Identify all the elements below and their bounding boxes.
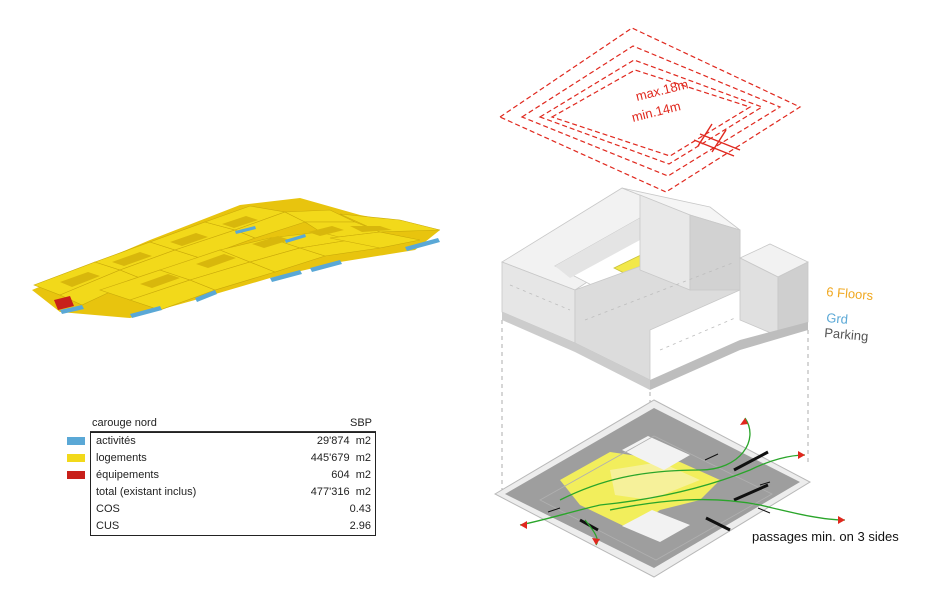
table-row: équipements 604 m2	[67, 467, 375, 484]
row-label: logements	[96, 452, 147, 464]
height-max-label: max.18m	[634, 76, 690, 103]
height-envelope	[498, 27, 802, 193]
row-label: COS	[96, 503, 120, 515]
table-row: logements 445'679 m2	[67, 450, 375, 467]
row-value: 445'679 m2	[310, 452, 371, 464]
floors-label: 6 Floors	[826, 284, 875, 303]
row-value: 477'316 m2	[310, 486, 371, 498]
row-value: 0.43	[349, 503, 371, 515]
housing-swatch	[67, 454, 85, 462]
ground-plan	[493, 399, 812, 578]
table-row: CUS 2.96	[91, 518, 375, 535]
row-label: équipements	[96, 469, 159, 481]
equipment-swatch	[67, 471, 85, 479]
row-value: 604 m2	[331, 469, 371, 481]
row-label: CUS	[96, 520, 120, 532]
table-body: activités 29'874 m2 logements 445'679 m2…	[67, 432, 376, 536]
row-label: activités	[96, 435, 136, 447]
row-label: total (existant inclus)	[96, 486, 197, 498]
activities-swatch	[67, 437, 85, 445]
grd-label: Grd	[826, 310, 849, 327]
passages-label: passages min. on 3 sides	[752, 529, 899, 544]
row-value: 2.96	[349, 520, 371, 532]
table-unit-header: SBP	[349, 417, 372, 429]
table-row: activités 29'874 m2	[67, 433, 375, 450]
table-row: total (existant inclus) 477'316 m2	[91, 484, 375, 501]
sbp-table: carouge nord SBP activités 29'874 m2 log…	[66, 416, 376, 536]
site-massing-model	[32, 198, 441, 318]
table-row: COS 0.43	[91, 501, 375, 518]
table-header: carouge nord SBP	[90, 416, 376, 432]
equipment-block	[54, 296, 74, 310]
table-title: carouge nord	[92, 417, 157, 429]
parking-label: Parking	[824, 325, 869, 344]
building-block	[501, 187, 809, 390]
row-value: 29'874 m2	[316, 435, 371, 447]
